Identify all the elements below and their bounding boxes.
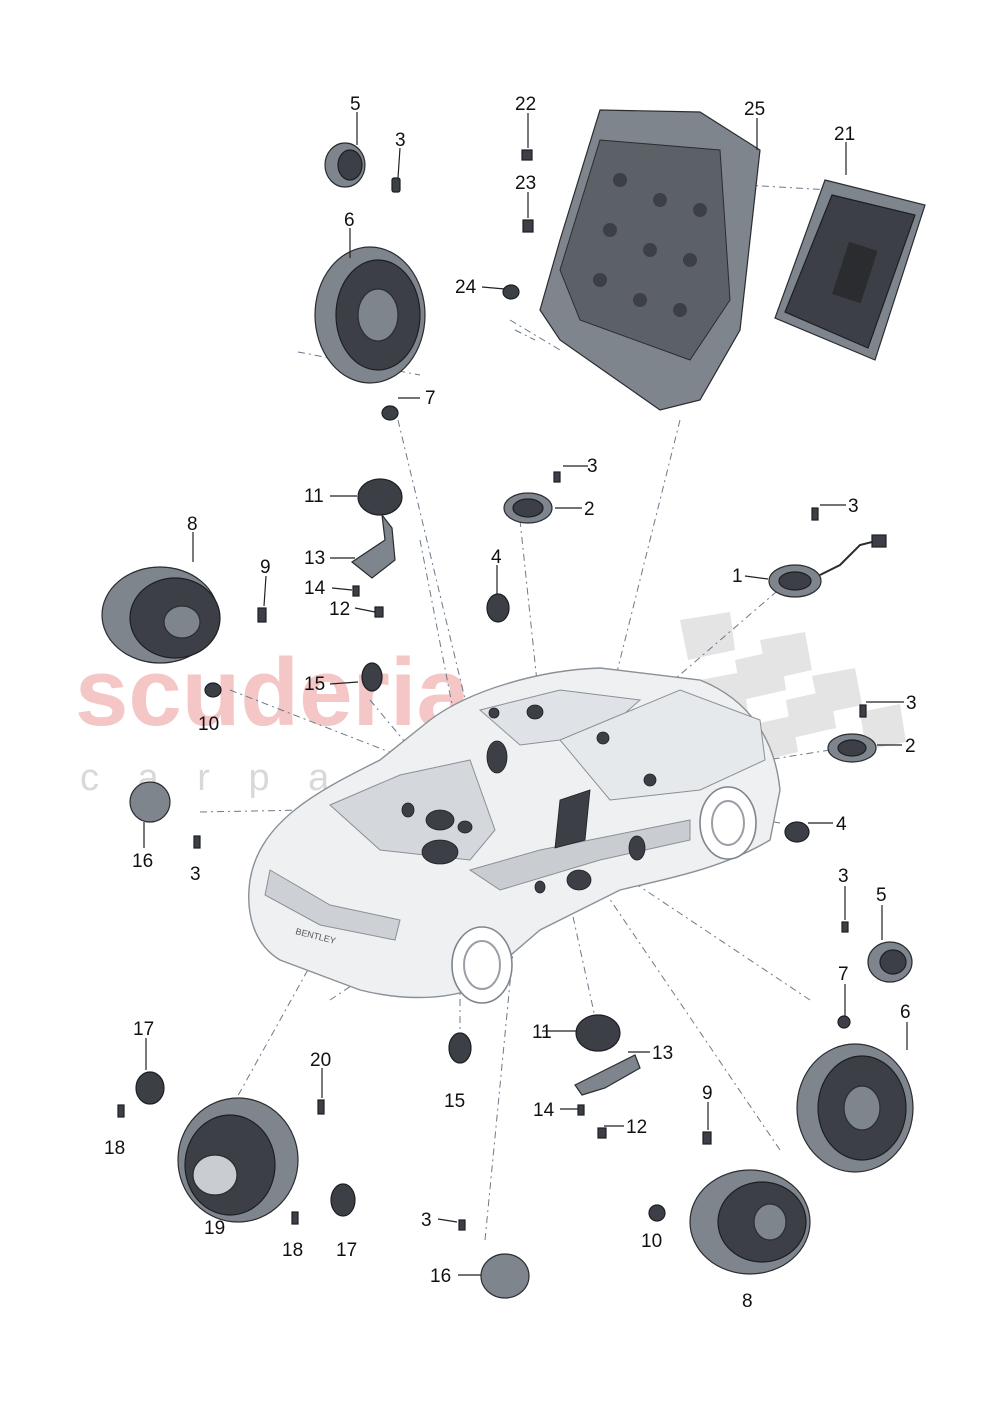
amplifier-21	[774, 179, 926, 361]
tweeter-11-top	[357, 478, 403, 516]
bracket-13-bottom	[574, 1054, 641, 1096]
callout-6-top: 6	[344, 210, 355, 231]
tweeter-5-top	[324, 142, 366, 188]
callout-11-bottom: 11	[532, 1022, 552, 1043]
speaker-19	[177, 1097, 299, 1223]
clip-4-right	[784, 821, 810, 843]
tweeter-15-bottom	[448, 1032, 472, 1064]
woofer-8-left	[101, 566, 221, 664]
callout-10-left: 10	[198, 714, 219, 735]
tweeter-5-right	[867, 941, 913, 983]
callout-16-bottom: 16	[430, 1266, 451, 1287]
callout-14-top: 14	[304, 578, 326, 599]
speaker-6-right	[796, 1043, 914, 1173]
callout-12-top: 12	[329, 599, 350, 620]
callout-24: 24	[455, 277, 477, 298]
callout-23: 23	[515, 173, 536, 194]
bracket-13-top	[350, 512, 396, 579]
clip-7-right	[837, 1015, 851, 1029]
screw-3-right	[811, 507, 819, 521]
speaker-6-top	[314, 246, 426, 384]
callout-17-left: 17	[133, 1019, 154, 1040]
screw-14-bottom	[577, 1104, 585, 1116]
screw-9-left	[257, 607, 267, 623]
callout-8-left: 8	[187, 514, 198, 535]
callout-2-top: 2	[584, 499, 595, 520]
screw-22	[521, 149, 533, 161]
callout-25: 25	[744, 99, 765, 120]
screw-9-bottom	[702, 1131, 712, 1145]
speaker-1	[768, 534, 887, 598]
callout-14-bottom: 14	[533, 1100, 555, 1121]
screw-3-top	[391, 177, 401, 193]
callout-3-top: 3	[395, 130, 406, 151]
screw-14-top	[352, 585, 360, 597]
callout-3-right-2: 3	[906, 693, 917, 714]
callout-11-top: 11	[304, 486, 324, 507]
screw-12-bottom	[597, 1127, 607, 1139]
clip-17-right	[330, 1183, 356, 1217]
callout-3-right: 3	[848, 496, 859, 517]
callout-17-right: 17	[336, 1240, 357, 1261]
woofer-8-bottom	[689, 1169, 811, 1275]
tweeter-11-bottom	[575, 1014, 621, 1052]
callout-3-lower-right: 3	[838, 866, 849, 887]
tweeter-16-left	[129, 781, 171, 823]
screw-20	[317, 1099, 325, 1115]
callout-13-bottom: 13	[652, 1043, 673, 1064]
callout-4-right: 4	[836, 814, 847, 835]
nut-10-left	[204, 682, 222, 698]
callout-18-left: 18	[104, 1138, 125, 1159]
tweeter-2-top	[503, 492, 553, 524]
screw-3-bottom	[458, 1219, 466, 1231]
screw-3-right-2	[859, 704, 867, 718]
callout-19: 19	[204, 1218, 225, 1239]
screw-12-top	[374, 606, 384, 618]
callout-7-right: 7	[838, 964, 849, 985]
tweeter-15-top	[361, 662, 383, 692]
nut-24	[502, 284, 520, 300]
callout-9-bottom: 9	[702, 1083, 713, 1104]
callout-4-top: 4	[491, 547, 502, 568]
callout-12-bottom: 12	[626, 1117, 647, 1138]
amplifier-bracket-25	[539, 109, 761, 411]
callout-18-right: 18	[282, 1240, 303, 1261]
callout-15-bottom: 15	[444, 1091, 465, 1112]
screw-3-mid	[553, 471, 561, 483]
callout-16-left: 16	[132, 851, 153, 872]
parts	[101, 109, 926, 1299]
callout-2-right: 2	[905, 736, 916, 757]
callout-7-top: 7	[425, 388, 436, 409]
callout-5-right: 5	[876, 885, 887, 906]
clip-17-left	[135, 1071, 165, 1105]
callout-3-bottom: 3	[421, 1210, 432, 1231]
callout-13-top: 13	[304, 548, 325, 569]
screw-18-left	[117, 1104, 125, 1118]
callout-6-right: 6	[900, 1002, 911, 1023]
tweeter-16-bottom	[480, 1253, 530, 1299]
callout-20: 20	[310, 1050, 331, 1071]
callout-3-mid: 3	[587, 456, 598, 477]
clip-7-top	[381, 405, 399, 421]
callout-8-bottom: 8	[742, 1291, 753, 1312]
vehicle-illustration: BENTLEY	[248, 667, 781, 1004]
callout-21: 21	[834, 124, 855, 145]
clip-4-top	[486, 593, 510, 623]
callout-3-lower-left: 3	[190, 864, 201, 885]
nut-10-bottom	[648, 1204, 666, 1222]
tweeter-2-right	[827, 733, 877, 763]
callout-22: 22	[515, 94, 536, 115]
screw-23	[522, 219, 534, 233]
callout-labels: 5 3 6 7 22 23 24 25 21 11 13 14 12 15 8 …	[104, 94, 917, 1312]
leader-lines	[143, 112, 908, 1276]
callout-9-left: 9	[260, 557, 271, 578]
callout-15-top: 15	[304, 674, 325, 695]
screw-3-lower-left	[193, 835, 201, 849]
screw-3-lower-right	[841, 921, 849, 933]
callout-5-top: 5	[350, 94, 361, 115]
callout-10-bottom: 10	[641, 1231, 662, 1252]
screw-18-right	[291, 1211, 299, 1225]
callout-1: 1	[732, 566, 743, 587]
